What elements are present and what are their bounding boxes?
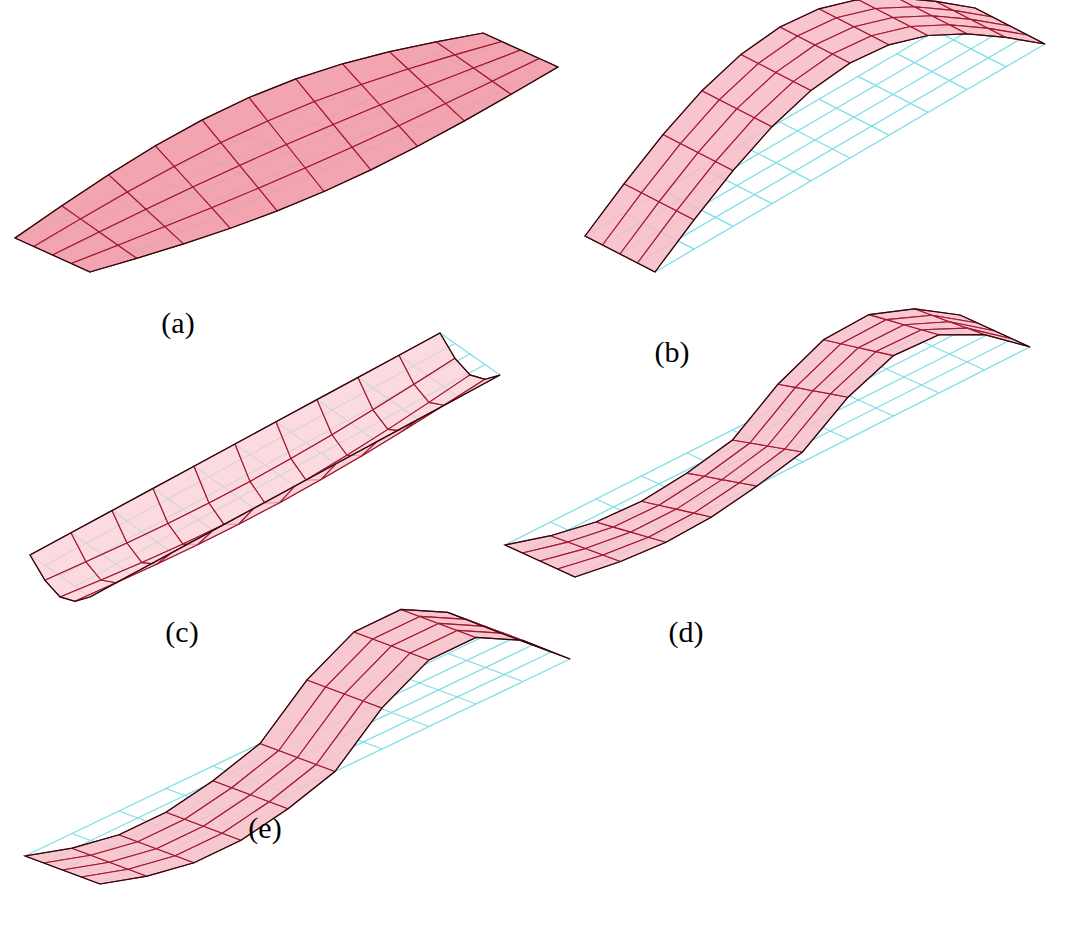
subfigure-label: (b) [655,337,690,367]
undeformed-grid-line [34,42,502,247]
deformed-mesh-cell [740,449,803,486]
subfigure-label: (e) [248,813,281,843]
deformed-mesh-cell [492,59,558,95]
undeformed-grid-line [75,365,485,587]
undeformed-grid-line [45,344,455,566]
undeformed-grid-line [71,59,539,264]
deformed-mesh-cell [677,162,734,220]
mode-shape [585,0,1045,272]
deformed-mesh-cell [831,352,894,398]
undeformed-grid-line [63,645,533,870]
deformed-outline [25,609,570,884]
undeformed-grid-line [505,315,960,545]
deformed-mesh-cell [269,765,335,809]
subfigure-label: (a) [161,308,194,338]
deformed-mesh-cell [198,508,254,544]
deformed-mesh-cell [429,375,485,405]
mode-shape [30,333,500,601]
undeformed-grid-line [540,331,995,561]
deformed-mesh-cell [239,486,295,524]
undeformed-grid-line [44,638,514,863]
deformed-outline [15,33,558,272]
deformed-mesh-cell [638,211,695,272]
mode-shape [25,609,570,884]
deformed-mesh-cell [363,653,429,708]
undeformed-grid-line [90,67,558,272]
undeformed-grid-line [60,354,470,576]
deformed-mesh-cell [316,701,382,772]
deformed-mesh-cell [321,442,377,480]
undeformed-grid-line [81,652,551,877]
deformed-mesh-cell [649,513,712,542]
deformed-mesh-cell [280,464,336,503]
deformed-mesh-cell [362,419,418,455]
undeformed-grid-line [523,323,978,553]
undeformed-grid-line [15,33,483,238]
undeformed-grid-line [655,44,1045,272]
deformed-mesh-cell [785,394,848,452]
deformed-outline [585,0,1045,272]
deformed-outline [30,333,500,601]
deformed-mesh-cell [694,483,757,517]
deformed-outline [505,309,1030,577]
subfigure-label: (d) [669,617,704,647]
undeformed-grid-line [638,35,1028,263]
deformed-mesh-cell [410,630,476,660]
deformed-mesh-cell [716,118,773,171]
deformed-mesh-cell [388,402,444,430]
mode-shape [505,309,1030,577]
deformed-mesh-cell [603,537,666,561]
deformed-mesh-cell [794,54,851,90]
deformed-mesh-cell [755,81,812,126]
undeformed-grid-line [558,339,1013,569]
undeformed-grid-line [53,50,521,255]
deformed-mesh-cell [175,833,241,863]
mode-shape [15,33,558,272]
subfigure-label: (c) [165,617,198,647]
deformed-mesh-cell [876,330,939,356]
